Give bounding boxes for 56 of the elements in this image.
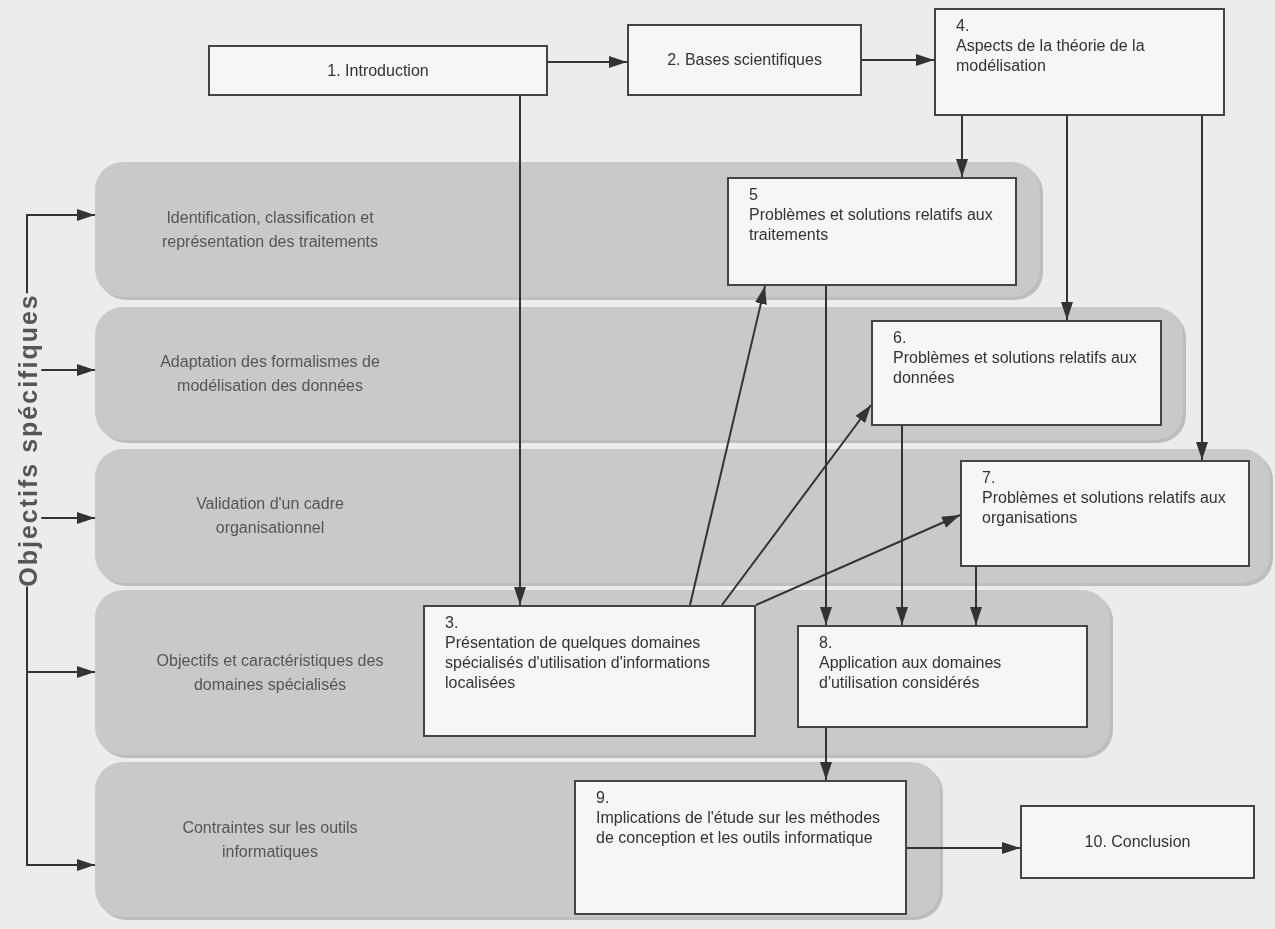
vertical-label: Objectifs spécifiques [13, 293, 42, 587]
objective-band [95, 762, 940, 917]
arrow [896, 425, 908, 626]
chapter-box [727, 177, 1017, 286]
chapter-number: 5 [749, 185, 759, 205]
objective-label: Contraintes sur les outils informatiques [181, 817, 359, 862]
arrow [547, 56, 628, 68]
objective-band [95, 307, 1183, 440]
chapter-title: 1. Introduction [327, 60, 429, 81]
chapter-title: Problèmes et solutions relatifs aux traitements [749, 205, 994, 245]
arrow [40, 364, 96, 376]
chapter-title: Problèmes et solutions relatifs aux données [893, 348, 1138, 388]
chapter-box [208, 45, 548, 96]
chapter-number: 4. [956, 16, 971, 36]
arrow [26, 209, 96, 295]
chapter-box [627, 24, 862, 96]
arrow [721, 404, 872, 606]
chapter-box [574, 780, 907, 915]
chapter-box [1020, 805, 1255, 879]
arrow [906, 842, 1021, 854]
arrow [40, 512, 96, 524]
chapter-title: Problèmes et solutions relatifs aux organisations [982, 488, 1227, 528]
arrow [755, 514, 961, 606]
arrow [1196, 115, 1208, 461]
arrow [689, 285, 767, 606]
arrow [26, 585, 96, 871]
chapter-box [960, 460, 1250, 567]
chapter-box [934, 8, 1225, 116]
objective-label: Adaptation des formalismes de modélisation des données [159, 351, 381, 396]
chapter-number: 7. [982, 468, 997, 488]
chapter-number: 6. [893, 328, 908, 348]
chapter-number: 8. [819, 633, 834, 653]
chapter-title: Aspects de la théorie de la modélisation [956, 36, 1146, 76]
objective-band [95, 590, 1110, 755]
chapter-title: Implications de l'étude sur les méthodes de conception et les outils informatique [596, 808, 882, 848]
objective-label: Identification, classification et représentation des traitements [160, 207, 380, 252]
chapter-box [423, 605, 756, 737]
chapter-box [797, 625, 1088, 728]
arrow [861, 54, 935, 66]
objective-label: Objectifs et caractéristiques des domaines spécialisés [155, 650, 385, 695]
chapter-title: 10. Conclusion [1084, 832, 1191, 852]
arrow [820, 727, 832, 781]
chapter-number: 9. [596, 788, 611, 808]
objective-band [95, 449, 1270, 583]
objective-label: Validation d'un cadre organisationnel [195, 494, 345, 538]
arrow [514, 95, 526, 606]
arrow [956, 115, 968, 178]
arrow [1061, 115, 1073, 321]
chapter-number: 3. [445, 613, 460, 633]
chapter-box [871, 320, 1162, 426]
chapter-title: Présentation de quelques domaines spécialisés d'utilisation d'informations localisées [445, 633, 711, 693]
arrow [970, 566, 982, 626]
arrow [820, 285, 832, 626]
chapter-title: Application aux domaines d'utilisation considérés [819, 653, 1003, 693]
objective-band [95, 162, 1040, 297]
chapter-title: 2. Bases scientifiques [667, 50, 822, 70]
